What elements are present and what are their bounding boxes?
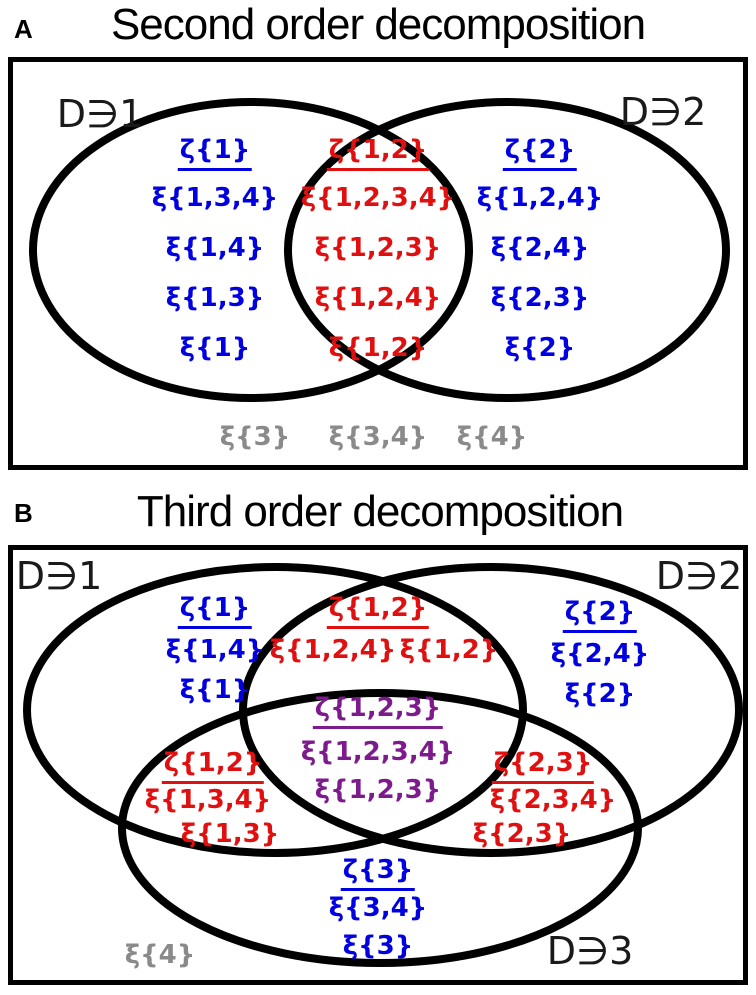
zeta-12-b-label: ζ{1,2} <box>326 593 430 629</box>
zeta-1-a-text: ζ{1} <box>177 135 253 171</box>
xi-14-a-label: ξ{1,4} <box>165 233 265 263</box>
xi-24-b-label: ξ{2,4} <box>550 639 650 669</box>
zeta-2-a-label: ζ{2} <box>502 135 578 171</box>
xi-1-a-label: ξ{1} <box>179 333 251 363</box>
panel-b-label: B <box>14 498 33 528</box>
zeta-2-a-text: ζ{2} <box>502 135 578 171</box>
xi-34-outside-a-label: ξ{3,4} <box>328 422 428 452</box>
set-label-d1-b: D∋1 <box>15 554 103 598</box>
set-ellipse-d1-b <box>23 563 527 857</box>
xi-1234-a-label: ξ{1,2,3,4} <box>300 183 456 213</box>
panel-a-title: Second order decomposition <box>110 0 646 49</box>
zeta-3-b-text: ζ{3} <box>340 855 416 891</box>
xi-234-b-label: ξ{2,3,4} <box>489 785 617 815</box>
panel-a-diagram: D∋1 D∋2 ζ{1} ξ{1,3,4} ξ{1,4} ξ{1,3} ξ{1}… <box>8 57 748 470</box>
xi-4-outside-b-label: ξ{4} <box>124 940 196 970</box>
zeta-1-b-label: ζ{1} <box>177 593 253 629</box>
xi-24-a-label: ξ{2,4} <box>490 233 590 263</box>
venn-two-circles <box>29 98 730 402</box>
venn-three-circles <box>23 563 743 967</box>
xi-2-b-label: ξ{2} <box>564 679 636 709</box>
zeta-12-a-label: ζ{1,2} <box>326 135 430 171</box>
xi-2-a-label: ξ{2} <box>504 333 576 363</box>
set-label-d3-b: D∋3 <box>546 929 634 973</box>
xi-23-b-label: ξ{2,3} <box>472 819 572 849</box>
set-label-d2-b: D∋2 <box>655 554 743 598</box>
panel-b-diagram: D∋1 D∋2 D∋3 ζ{1} ξ{1,4} ξ{1} ζ{2} ξ{2,4}… <box>8 545 748 985</box>
xi-34-b-label: ξ{3,4} <box>328 893 428 923</box>
xi-123-a-label: ξ{1,2,3} <box>314 233 442 263</box>
xi-1234-b-label: ξ{1,2,3,4} <box>300 737 456 767</box>
zeta-123-b-text: ζ{1,2,3} <box>312 693 444 729</box>
xi-12-a-label: ξ{1,2} <box>328 333 428 363</box>
zeta-2-b-text: ζ{2} <box>562 597 638 633</box>
xi-1-b-label: ξ{1} <box>179 675 251 705</box>
zeta-12-a-text: ζ{1,2} <box>326 135 430 171</box>
zeta-3-b-label: ζ{3} <box>340 855 416 891</box>
xi-124-a2-label: ξ{1,2,4} <box>476 183 604 213</box>
xi-134-b-label: ξ{1,3,4} <box>144 785 272 815</box>
zeta-1-a-label: ζ{1} <box>177 135 253 171</box>
xi-3-b-label: ξ{3} <box>342 931 414 961</box>
set-label-d1-a: D∋1 <box>56 92 144 136</box>
zeta-12-b-text: ζ{1,2} <box>326 593 430 629</box>
xi-13-a-label: ξ{1,3} <box>165 283 265 313</box>
zeta-23-b-text: ζ{2,3} <box>491 748 595 784</box>
xi-4-outside-a-label: ξ{4} <box>456 422 528 452</box>
set-ellipse-d2-a <box>284 98 730 402</box>
set-label-d2-a: D∋2 <box>619 90 707 134</box>
xi-13-b-label: ξ{1,3} <box>180 819 280 849</box>
zeta-23-b-label: ζ{2,3} <box>491 748 595 784</box>
zeta-13-b-label: ζ{1,2} <box>161 748 265 784</box>
panel-b-title: Third order decomposition <box>136 487 624 536</box>
zeta-1-b-text: ζ{1} <box>177 593 253 629</box>
zeta-13-b-text: ζ{1,2} <box>161 748 265 784</box>
zeta-2-b-label: ζ{2} <box>562 597 638 633</box>
xi-134-a-label: ξ{1,3,4} <box>151 183 279 213</box>
xi-124-b-label: ξ{1,2,4} <box>269 635 397 665</box>
set-ellipse-d1-a <box>29 98 473 402</box>
panel-a-label: A <box>14 14 33 44</box>
xi-123-b-label: ξ{1,2,3} <box>314 775 442 805</box>
xi-124-a-label: ξ{1,2,4} <box>314 283 442 313</box>
xi-14-b-label: ξ{1,4} <box>165 635 265 665</box>
xi-3-outside-a-label: ξ{3} <box>219 422 291 452</box>
xi-23-a-label: ξ{2,3} <box>490 283 590 313</box>
xi-12-b-label: ξ{1,2} <box>399 635 499 665</box>
set-ellipse-d3-b <box>118 689 642 967</box>
zeta-123-b-label: ζ{1,2,3} <box>312 693 444 729</box>
